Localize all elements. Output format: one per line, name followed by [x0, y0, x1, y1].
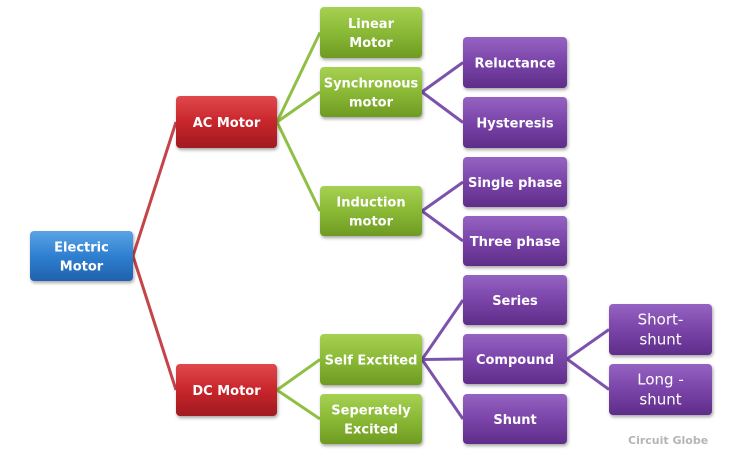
node-label: Synchronous: [324, 77, 419, 92]
node-box: [609, 364, 712, 415]
node-induction-motor: Induction motor: [320, 186, 422, 236]
node-single-phase: Single phase: [463, 157, 567, 207]
node-label: Series: [492, 294, 538, 309]
node-box: [320, 394, 422, 444]
node-box: [176, 96, 277, 148]
node-dc-motor: DC Motor: [176, 364, 277, 416]
node-box: [320, 186, 422, 236]
node-label: shunt: [639, 331, 681, 349]
node-box: [320, 7, 422, 58]
node-shunt: Shunt: [463, 394, 567, 444]
node-box: [463, 37, 567, 88]
node-box: [463, 97, 567, 148]
node-label: shunt: [639, 391, 681, 409]
node-label: Three phase: [470, 235, 561, 250]
edge-synchronous-motor-to-hysteresis: [421, 90, 464, 124]
edge-ac-motor-to-synchronous-motor: [276, 90, 321, 124]
edge-self-excited-to-shunt: [420, 358, 465, 420]
node-label: Shunt: [493, 413, 536, 428]
node-synchronous-motor: Synchronous motor: [320, 67, 422, 117]
edge-self-excited-to-series: [420, 299, 465, 361]
node-label: Single phase: [468, 176, 562, 191]
node-label: Short-: [638, 311, 684, 329]
node-box: [176, 364, 277, 416]
node-box: [320, 67, 422, 117]
node-short-shunt: Short-shunt: [609, 304, 712, 355]
node-label: AC Motor: [193, 116, 261, 131]
edge-dc-motor-to-separately-excited: [276, 388, 321, 421]
edge-induction-motor-to-three-phase: [421, 209, 464, 243]
edge-electric-motor-to-ac-motor: [131, 121, 178, 257]
node-label: DC Motor: [192, 384, 261, 399]
node-box: [320, 334, 422, 385]
node-box: [609, 304, 712, 355]
node-label: Self Exctited: [325, 354, 418, 369]
edge-dc-motor-to-self-excited: [276, 358, 321, 392]
node-label: Induction: [336, 196, 405, 211]
node-hysteresis: Hysteresis: [463, 97, 567, 148]
node-reluctance: Reluctance: [463, 37, 567, 88]
node-label: Reluctance: [474, 57, 555, 72]
node-label: Electric: [54, 241, 109, 256]
edge-compound-to-long-shunt: [566, 357, 610, 391]
node-label: Linear: [348, 17, 395, 32]
node-label: Seperately: [331, 404, 411, 419]
node-box: [463, 157, 567, 207]
edge-self-excited-to-compound: [421, 357, 464, 361]
node-box: [30, 231, 133, 281]
node-compound: Compound: [463, 334, 567, 384]
edge-electric-motor-to-dc-motor: [131, 255, 178, 391]
edge-ac-motor-to-induction-motor: [275, 121, 322, 212]
edge-induction-motor-to-single-phase: [421, 180, 464, 213]
node-self-excited: Self Exctited: [320, 334, 422, 385]
edge-compound-to-short-shunt: [566, 328, 610, 361]
node-box: [463, 334, 567, 384]
node-box: [463, 394, 567, 444]
node-box: [463, 216, 567, 266]
edge-synchronous-motor-to-reluctance: [421, 61, 464, 94]
node-label: Compound: [476, 353, 554, 368]
node-label: motor: [349, 96, 394, 111]
node-three-phase: Three phase: [463, 216, 567, 266]
node-label: motor: [349, 215, 394, 230]
node-label: Excited: [344, 423, 398, 438]
node-label: Motor: [60, 260, 104, 275]
node-box: [463, 275, 567, 325]
connector-lines: [131, 31, 610, 421]
edge-ac-motor-to-linear-motor: [275, 31, 322, 123]
watermark-circuit-globe: Circuit Globe: [628, 434, 708, 447]
node-label: Motor: [349, 36, 393, 51]
node-ac-motor: AC Motor: [176, 96, 277, 148]
node-label: Hysteresis: [476, 117, 554, 132]
node-long-shunt: Long - shunt: [609, 364, 712, 415]
node-series: Series: [463, 275, 567, 325]
node-label: Long -: [637, 371, 683, 389]
